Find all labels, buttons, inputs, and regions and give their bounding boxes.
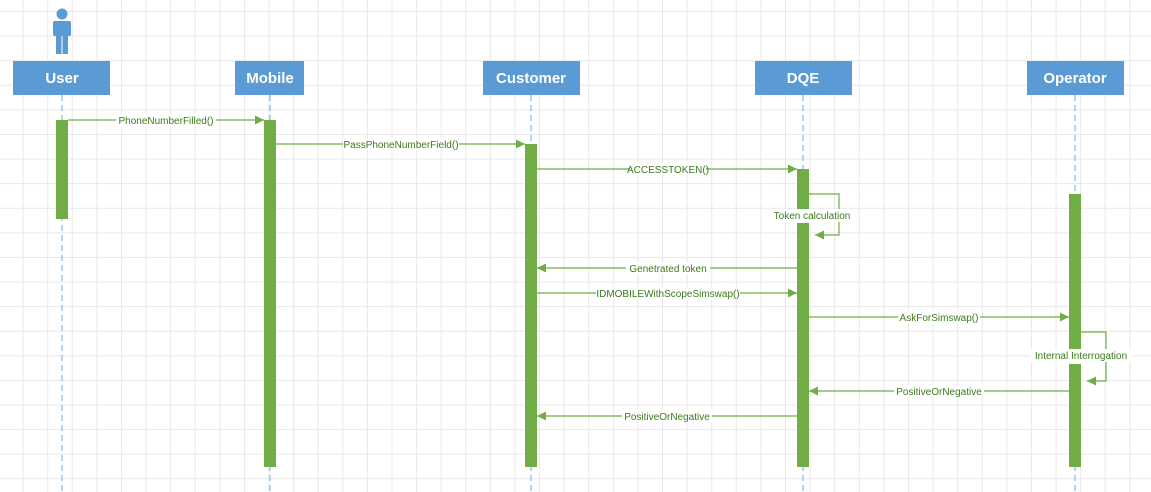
message-label: IDMOBILEWithScopeSimswap() <box>596 289 739 300</box>
participant-label: Customer <box>496 70 566 87</box>
message[interactable]: IDMOBILEWithScopeSimswap() <box>537 287 797 300</box>
message[interactable]: AskForSimswap() <box>809 311 1069 324</box>
participant-label: Operator <box>1043 70 1107 87</box>
activation-dqe-2[interactable] <box>797 223 809 467</box>
activation-bars <box>56 120 1081 467</box>
activation-dqe-1[interactable] <box>797 169 809 209</box>
participant-operator[interactable]: Operator <box>1027 61 1124 95</box>
message-label: Genetrated token <box>629 264 706 275</box>
participant-user[interactable]: User <box>13 61 110 95</box>
message-label: PhoneNumberFilled() <box>118 116 213 127</box>
message-label: PositiveOrNegative <box>624 412 710 423</box>
message[interactable]: PositiveOrNegative <box>537 410 797 423</box>
self-message[interactable]: Internal Interrogation <box>1030 331 1132 386</box>
message-label: PositiveOrNegative <box>896 387 982 398</box>
message-label: Token calculation <box>774 211 851 222</box>
message-label: PassPhoneNumberField() <box>343 140 458 151</box>
activation-operator-2[interactable] <box>1069 364 1081 467</box>
participant-label: DQE <box>787 70 820 87</box>
participant-dqe[interactable]: DQE <box>755 61 852 95</box>
self-message[interactable]: Token calculation <box>771 193 853 240</box>
participant-customer[interactable]: Customer <box>483 61 580 95</box>
message[interactable]: ACCESSTOKEN() <box>537 163 797 176</box>
participant-mobile[interactable]: Mobile <box>235 61 304 95</box>
activation-operator-1[interactable] <box>1069 194 1081 349</box>
message-label: AskForSimswap() <box>900 313 979 324</box>
activation-mobile[interactable] <box>264 120 276 467</box>
person-icon <box>53 8 71 54</box>
message-label: Internal Interrogation <box>1035 351 1127 362</box>
message[interactable]: PassPhoneNumberField() <box>276 138 525 151</box>
activation-customer[interactable] <box>525 144 537 467</box>
participant-label: User <box>45 70 79 87</box>
participant-label: Mobile <box>246 70 294 87</box>
message-label: ACCESSTOKEN() <box>627 165 709 176</box>
message[interactable]: PhoneNumberFilled() <box>68 114 264 127</box>
message[interactable]: Genetrated token <box>537 262 797 275</box>
activation-user[interactable] <box>56 120 68 219</box>
message[interactable]: PositiveOrNegative <box>809 385 1069 398</box>
